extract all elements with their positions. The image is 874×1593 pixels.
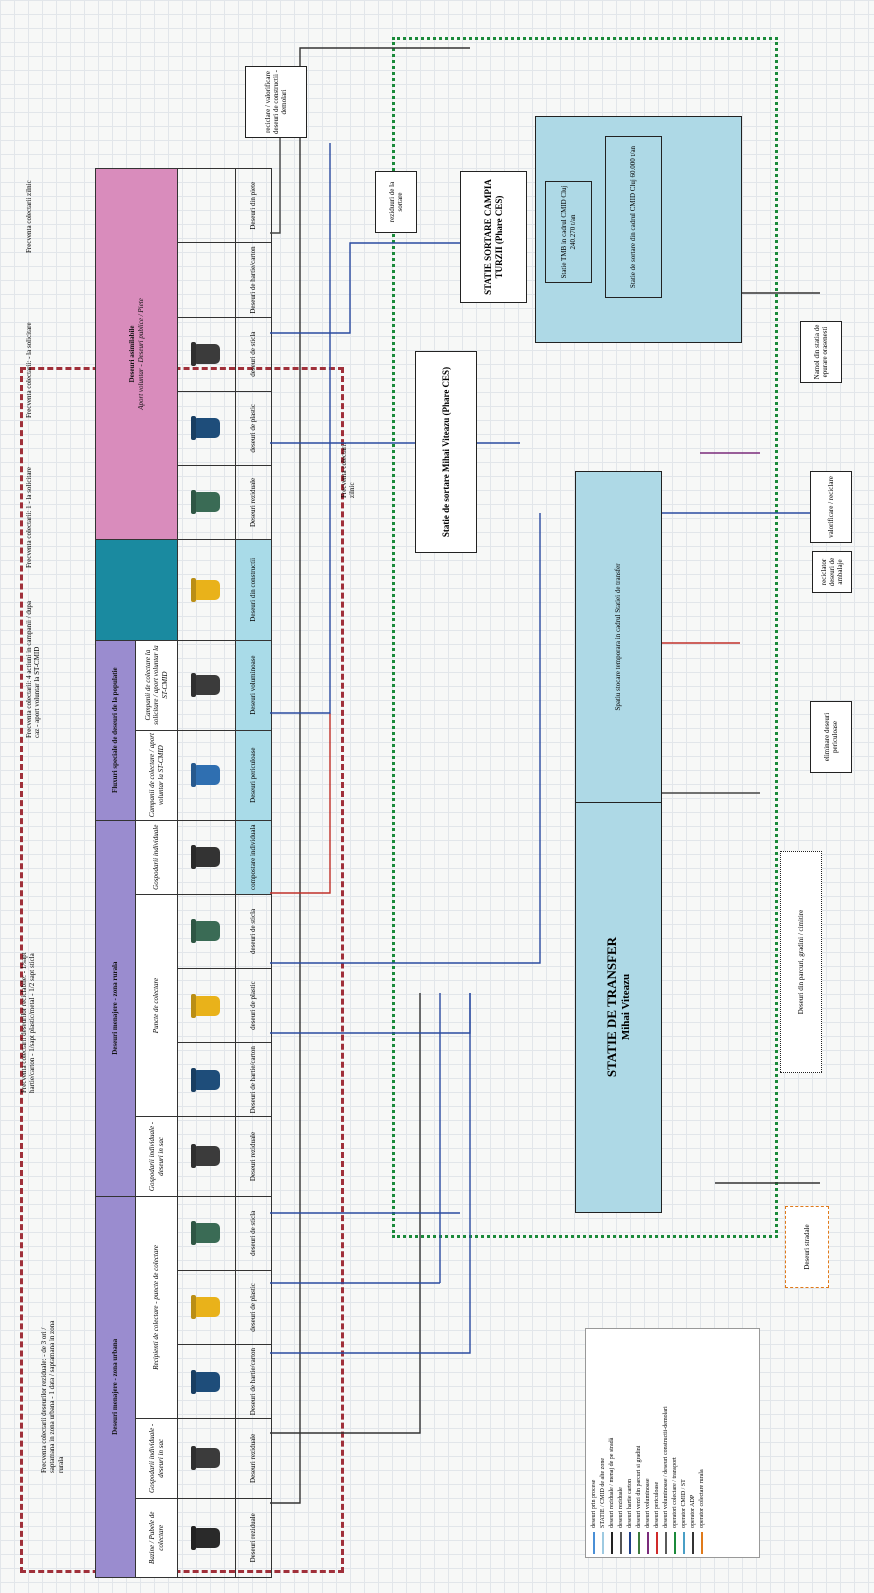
legend-label: deseuri voluminoase [645,1479,651,1529]
legend-swatch [674,1532,676,1554]
legend-item: operator CMID / ST [679,1332,688,1554]
legend-item: STATIE / CMID de alte zone [598,1332,607,1554]
legend-item: deseuri prin procese [589,1332,598,1554]
legend-swatch [647,1532,649,1554]
transfer-storage: Spatiu stocare temporara in cadrul Stati… [575,471,662,803]
legend-label: deseuri periculoase [654,1482,660,1528]
line-residual-main [270,48,470,1503]
legend-label: deseuri hartie carton [627,1479,633,1528]
legend-swatch [620,1532,622,1554]
sort-station-turzii: STATIE SORTARE CAMPIA TURZII (Phare CES) [460,171,527,303]
legend-swatch [611,1532,613,1554]
legend-label: deseuri verzi din parcuri si gradini [636,1446,642,1528]
legend-swatch [692,1532,694,1554]
legend-item: deseuri periculoase [652,1332,661,1554]
transfer-station-title: STATIE DE TRANSFER [605,937,620,1077]
legend-swatch [638,1532,640,1554]
out-valorificare: valorificare / reciclare [810,471,852,543]
sort-station-mv: Statie de sortare Mihai Viteazu (Phare C… [415,351,477,553]
out-hazard: eliminare deseuri periculoase [810,701,852,773]
legend-label: operator colectare rurala [699,1469,705,1528]
legend-label: deseuri prin procese [591,1480,597,1528]
cmid-sorting: Statie de sortare din cadrul CMID Cluj 6… [605,136,662,298]
legend-label: operator ADP [690,1495,696,1528]
legend-swatch [683,1532,685,1554]
legend-swatch [602,1532,604,1554]
legend-swatch [593,1532,595,1554]
legend-item: operator ADP [688,1332,697,1554]
legend-swatch [656,1532,658,1554]
legend-item: operator colectare rurala [697,1332,706,1554]
legend-item: deseuri hartie carton [625,1332,634,1554]
transfer-station-sub: Mihai Viteazu [620,974,633,1040]
legend-item: deseuri voluminoase / deseuri constructi… [661,1332,670,1554]
legend-label: deseuri reziduale / menaj de pe stradă [609,1438,615,1528]
legend-label: STATIE / CMID de alte zone [600,1458,606,1528]
out-sort-rejects: reziduuri de la sortare [375,171,417,233]
legend-item: operatori colectare / transport [670,1332,679,1554]
cmid-tmb: Statie TMB in cadrul CMID Cluj 240.270 t… [545,181,592,283]
out-sludge: Namol din statia de epurare orasenesti [800,321,842,383]
legend-label: operatori colectare / transport [672,1457,678,1528]
legend-item: deseuri voluminoase [643,1332,652,1554]
out-recycle-box: reciclare / valorificare deseuri de cons… [245,66,307,138]
line-to-sort-mv [270,513,540,963]
out-reciclator: reciclator deseuri de ambalaje [812,551,852,593]
legend-item: deseuri verzi din parcuri si gradini [634,1332,643,1554]
legend-item: deseuri reziduale [616,1332,625,1554]
out-parks: Deseuri din parcuri, gradini / cimitire [780,851,822,1073]
legend-swatch [629,1532,631,1554]
legend-label: deseuri voluminoase / deseuri constructi… [663,1406,669,1528]
legend-item: deseuri reziduale / menaj de pe stradă [607,1332,616,1554]
legend-swatch [665,1532,667,1554]
transfer-station: STATIE DE TRANSFER Mihai Viteazu [575,801,662,1213]
legend-swatch [701,1532,703,1554]
out-street: Deseuri stradale [785,1206,829,1288]
legend-label: operator CMID / ST [681,1479,687,1528]
legend-label: deseuri reziduale [618,1487,624,1528]
